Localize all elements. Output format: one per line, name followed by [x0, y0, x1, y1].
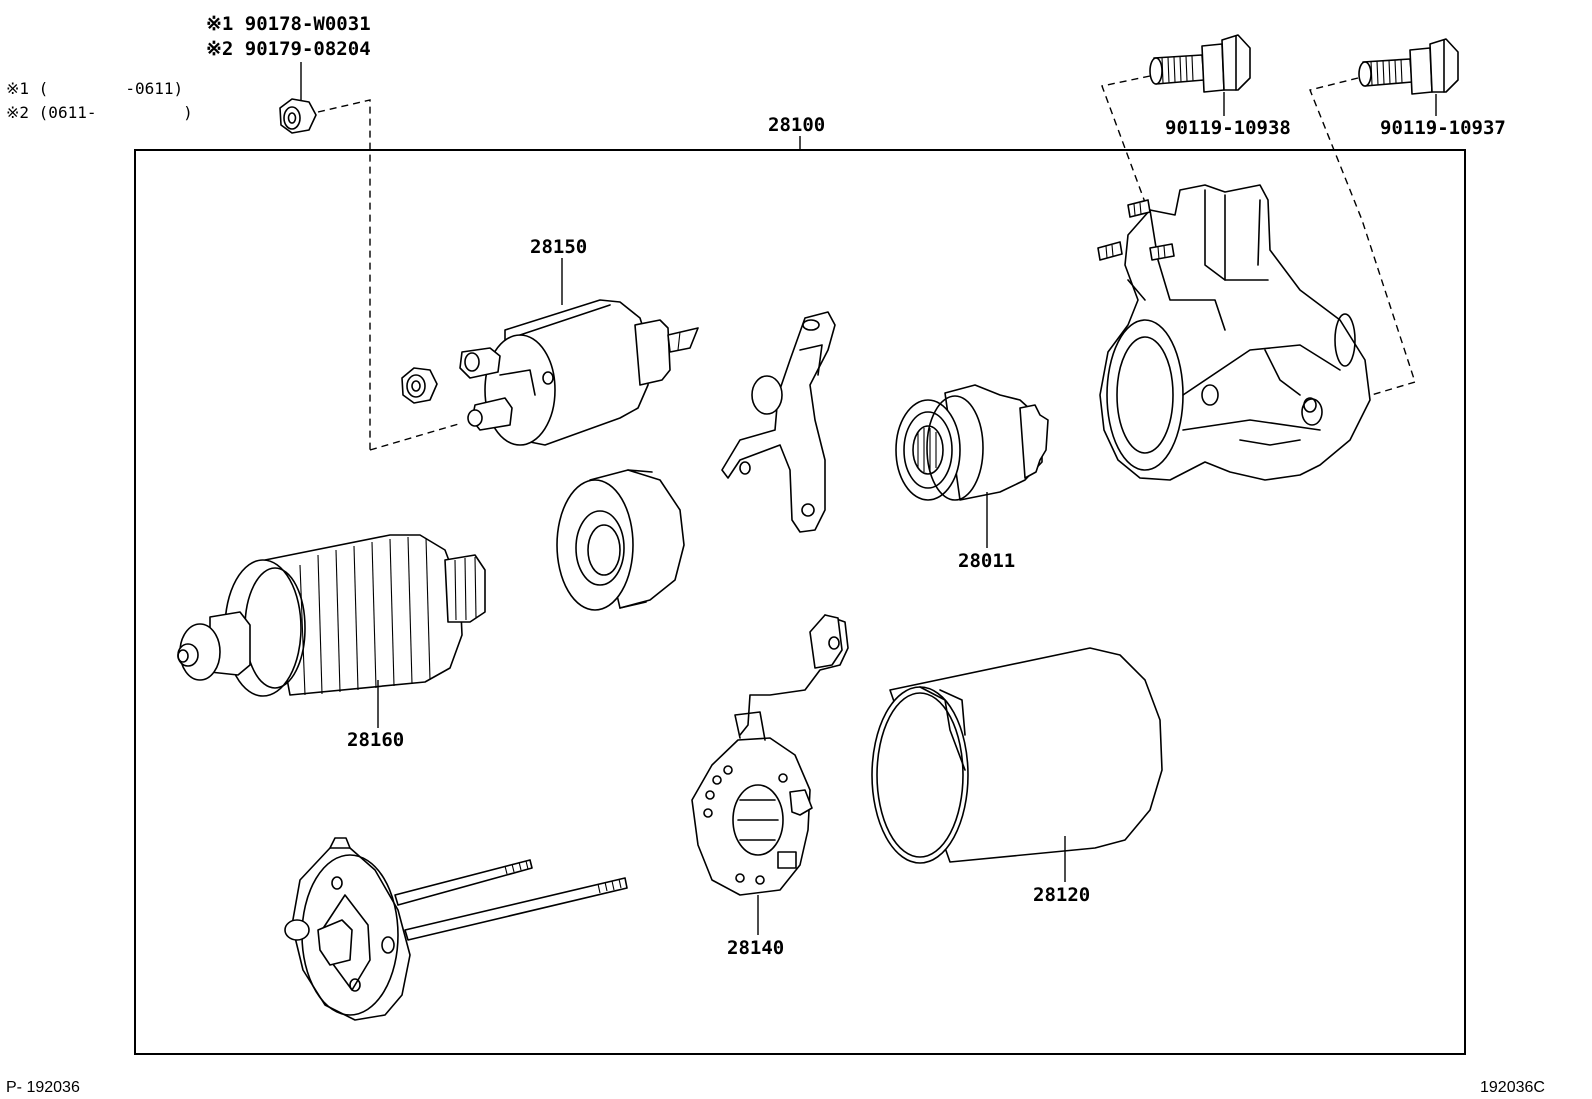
brush-holder-icon[interactable] [691, 614, 849, 935]
label-solenoid: 28150 [530, 236, 587, 258]
note-nut-part-2: ※2 90179-08204 [206, 38, 371, 60]
label-bolt-left: 90119-10938 [1165, 117, 1291, 139]
solenoid-icon[interactable] [459, 258, 699, 446]
small-nut-icon[interactable] [401, 367, 438, 404]
clutch-icon[interactable] [895, 384, 1049, 548]
note-range-2: ※2 (0611- ) [6, 103, 193, 122]
note-nut-part-1: ※1 90178-W0031 [206, 13, 371, 35]
nut-icon[interactable] [279, 62, 463, 451]
label-armature: 28160 [347, 729, 404, 751]
label-yoke: 28120 [1033, 884, 1090, 906]
note-range-1: ※1 ( -0611) [6, 79, 183, 98]
bolt-left-icon[interactable] [1149, 34, 1251, 116]
dust-cover-icon[interactable] [556, 469, 685, 611]
footer-left: P- 192036 [6, 1079, 80, 1096]
footer-right: 192036C [1480, 1079, 1545, 1096]
label-clutch: 28011 [958, 550, 1015, 572]
armature-icon[interactable] [177, 534, 486, 728]
label-bolt-right: 90119-10937 [1380, 117, 1506, 139]
shift-lever-icon[interactable] [721, 311, 836, 533]
yoke-icon[interactable] [871, 647, 1163, 882]
label-brush-holder: 28140 [727, 937, 784, 959]
end-frame-icon[interactable] [284, 837, 628, 1021]
bolt-right-icon[interactable] [1358, 38, 1459, 116]
label-assembly: 28100 [768, 114, 825, 136]
drive-housing-icon[interactable] [1097, 184, 1371, 481]
